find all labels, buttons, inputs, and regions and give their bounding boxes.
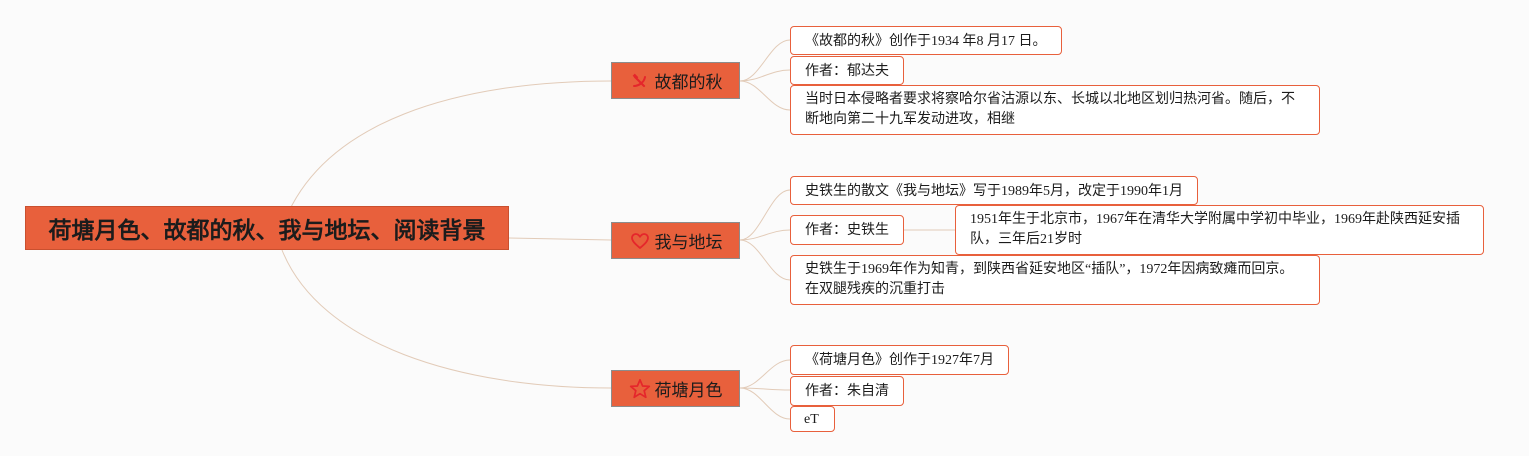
connector-ditan-n1 bbox=[739, 189, 791, 241]
root-topic[interactable]: 荷塘月色、故都的秋、我与地坛、阅读背景 bbox=[25, 206, 509, 250]
note-text: 《荷塘月色》创作于1927年7月 bbox=[805, 353, 994, 368]
connector-root-ditan bbox=[508, 237, 612, 241]
note-ditan-date[interactable]: 史铁生的散文《我与地坛》写于1989年5月，改定于1990年1月 bbox=[790, 176, 1198, 205]
note-text: 当时日本侵略者要求将察哈尔省沽源以东、长城以北地区划归热河省。随后，不断地向第二… bbox=[805, 92, 1295, 127]
note-text: 史铁生于1969年作为知青，到陕西省延安地区“插队”，1972年因病致瘫而回京。… bbox=[805, 262, 1294, 297]
note-hetang-date[interactable]: 《荷塘月色》创作于1927年7月 bbox=[790, 345, 1009, 375]
root-title: 荷塘月色、故都的秋、我与地坛、阅读背景 bbox=[48, 218, 486, 244]
note-ditan-background[interactable]: 史铁生于1969年作为知青，到陕西省延安地区“插队”，1972年因病致瘫而回京。… bbox=[790, 255, 1320, 305]
note-text: 1951年生于北京市，1967年在清华大学附属中学初中毕业，1969年赴陕西延安… bbox=[970, 212, 1460, 247]
note-ditan-author-bio[interactable]: 1951年生于北京市，1967年在清华大学附属中学初中毕业，1969年赴陕西延安… bbox=[955, 205, 1484, 255]
note-text: 作者：郁达夫 bbox=[805, 64, 889, 79]
branch-wo-yu-ditan[interactable]: 我与地坛 bbox=[611, 222, 740, 259]
branch-label: 荷塘月色 bbox=[654, 381, 723, 401]
note-gudu-background[interactable]: 当时日本侵略者要求将察哈尔省沽源以东、长城以北地区划归热河省。随后，不断地向第二… bbox=[790, 85, 1320, 135]
connector-root-gudu bbox=[281, 80, 612, 229]
star-icon bbox=[629, 378, 651, 400]
note-ditan-author[interactable]: 作者：史铁生 bbox=[790, 215, 904, 245]
heart-icon bbox=[629, 230, 651, 252]
connector-hetang-n2 bbox=[739, 387, 791, 391]
connector-gudu-n3 bbox=[739, 80, 791, 111]
hammer-sickle-icon bbox=[629, 70, 651, 92]
note-hetang-author[interactable]: 作者：朱自清 bbox=[790, 376, 904, 406]
note-gudu-date[interactable]: 《故都的秋》创作于1934 年8 月17 日。 bbox=[790, 26, 1062, 55]
connector-gudu-n2 bbox=[739, 69, 791, 82]
connector-hetang-n3 bbox=[739, 387, 791, 420]
branch-label: 我与地坛 bbox=[654, 233, 723, 253]
connector-ditan-n2 bbox=[739, 229, 791, 241]
connector-ditan-n3 bbox=[739, 239, 791, 281]
note-text: 史铁生的散文《我与地坛》写于1989年5月，改定于1990年1月 bbox=[805, 184, 1183, 199]
branch-label: 故都的秋 bbox=[654, 73, 723, 93]
note-text: 《故都的秋》创作于1934 年8 月17 日。 bbox=[805, 34, 1047, 49]
note-text: 作者：史铁生 bbox=[805, 223, 889, 238]
branch-hetang-yuese[interactable]: 荷塘月色 bbox=[611, 370, 740, 407]
connector-hetang-n1 bbox=[739, 359, 791, 389]
connector-root-hetang bbox=[281, 249, 612, 389]
branch-gudu-de-qiu[interactable]: 故都的秋 bbox=[611, 62, 740, 99]
note-text: eT bbox=[804, 412, 819, 427]
note-gudu-author[interactable]: 作者：郁达夫 bbox=[790, 56, 904, 85]
connector-gudu-n1 bbox=[739, 39, 791, 82]
note-text: 作者：朱自清 bbox=[805, 384, 889, 399]
note-hetang-misc[interactable]: eT bbox=[790, 406, 835, 432]
